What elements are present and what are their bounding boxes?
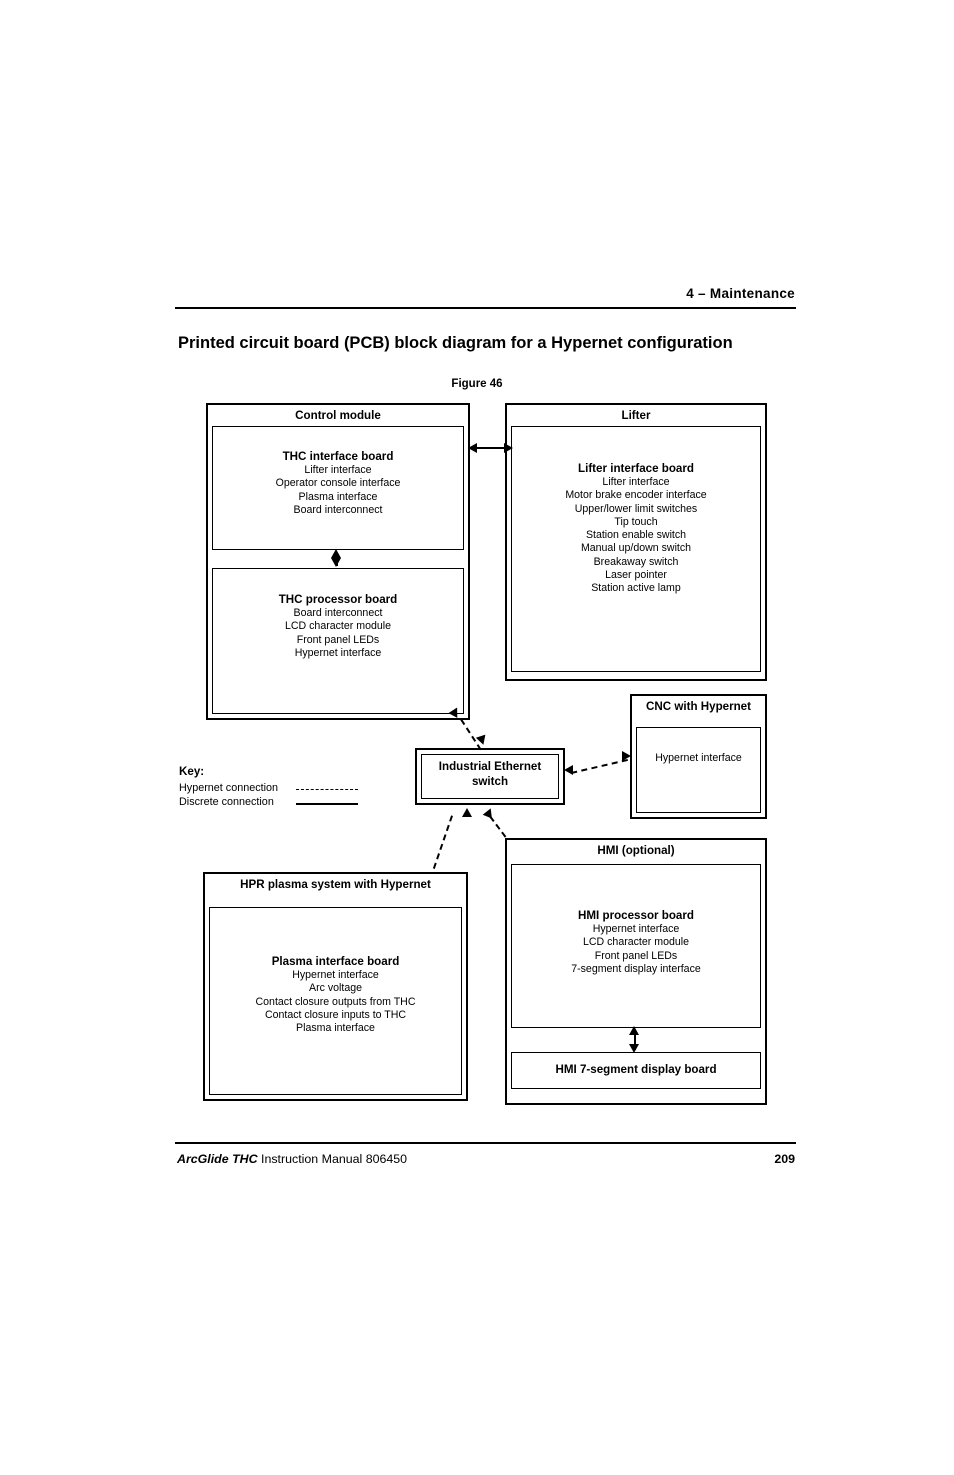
key-discrete-label: Discrete connection xyxy=(179,796,274,808)
lifter-interface-board-line: Motor brake encoder interface xyxy=(565,489,707,502)
lifter-interface-board-line: Manual up/down switch xyxy=(580,542,692,555)
thc-processor-board-line: LCD character module xyxy=(285,620,391,633)
thc-processor-board-title: THC processor board xyxy=(278,593,398,606)
plasma-interface-board-title: Plasma interface board xyxy=(271,955,400,968)
page-title: Printed circuit board (PCB) block diagra… xyxy=(178,334,733,352)
lifter-interface-board-line: Station active lamp xyxy=(591,582,681,595)
arrow-right-icon xyxy=(622,751,631,761)
arrow-up-icon xyxy=(462,808,472,817)
arrow-left-icon xyxy=(468,443,477,453)
lifter-title: Lifter xyxy=(621,409,651,422)
control-module-title: Control module xyxy=(295,409,381,422)
thc-processor-board-line: Board interconnect xyxy=(293,607,383,619)
key-hypernet-sample xyxy=(296,789,358,790)
key-discrete-sample xyxy=(296,803,358,805)
thc-interface-board-line: Board interconnect xyxy=(293,503,383,516)
footer-manual-text: Instruction Manual 806450 xyxy=(261,1152,408,1166)
hmi-7-segment-display-board: HMI 7-segment display board xyxy=(511,1052,761,1089)
hmi-title: HMI (optional) xyxy=(597,844,675,857)
arrow-down-icon xyxy=(629,1044,639,1053)
arrow-right-icon xyxy=(504,443,513,453)
industrial-ethernet-switch-inner xyxy=(421,754,559,799)
key-title: Key: xyxy=(179,765,205,778)
plasma-interface-board: Plasma interface board Hypernet interfac… xyxy=(209,907,462,1095)
cnc-hypernet-interface-line: Hypernet interface xyxy=(655,752,742,764)
plasma-interface-board-line: Arc voltage xyxy=(309,982,362,995)
switch-label-line1: Industrial Ethernet xyxy=(438,760,542,773)
lifter-interface-board-line: Station enable switch xyxy=(585,529,687,542)
cnc-hypernet-interface-board: Hypernet interface xyxy=(636,727,761,813)
arrow-down-icon xyxy=(475,734,489,747)
thc-interface-board-line: Plasma interface xyxy=(298,490,378,503)
key-hypernet-label: Hypernet connection xyxy=(179,782,279,794)
hmi-processor-board-line: Hypernet interface xyxy=(592,923,680,935)
lifter-interface-board-line: Upper/lower limit switches xyxy=(574,502,698,515)
lifter-interface-board-line: Tip touch xyxy=(614,515,658,528)
hmi-processor-board: HMI processor board Hypernet interface L… xyxy=(511,864,761,1028)
connector-control-module-to-lifter xyxy=(476,447,505,449)
plasma-interface-board-line: Contact closure inputs to THC xyxy=(264,1008,407,1021)
plasma-interface-board-line: Contact closure outputs from THC xyxy=(255,995,416,1008)
hmi-processor-board-line: LCD character module xyxy=(583,936,689,949)
footer-brand: ArcGlide THC xyxy=(177,1152,258,1166)
hpr-plasma-title: HPR plasma system with Hypernet xyxy=(240,878,431,891)
thc-processor-board-line: Hypernet interface xyxy=(294,646,382,659)
arrow-up-icon xyxy=(331,549,341,558)
cnc-title: CNC with Hypernet xyxy=(646,700,751,713)
lifter-interface-board-line: Breakaway switch xyxy=(593,555,679,568)
arrow-up-icon xyxy=(482,806,496,819)
page-header-chapter: 4 – Maintenance xyxy=(686,286,795,301)
lifter-interface-board-line: Lifter interface xyxy=(602,476,670,488)
plasma-interface-board-line: Plasma interface xyxy=(296,1022,375,1035)
hmi-processor-board-line: 7-segment display interface xyxy=(571,962,701,975)
figure-caption: Figure 46 xyxy=(451,378,503,390)
hmi-processor-board-title: HMI processor board xyxy=(578,909,694,922)
thc-interface-board-line: Lifter interface xyxy=(304,464,372,476)
arrow-down-icon xyxy=(331,558,341,567)
lifter-interface-board-title: Lifter interface board xyxy=(578,462,694,475)
header-divider xyxy=(175,307,796,309)
arrow-up-icon xyxy=(629,1026,639,1035)
hmi-7-segment-display-board-title: HMI 7-segment display board xyxy=(555,1063,717,1076)
footer-divider xyxy=(175,1142,796,1144)
thc-processor-board: THC processor board Board interconnect L… xyxy=(212,568,464,714)
thc-interface-board: THC interface board Lifter interface Ope… xyxy=(212,426,464,550)
connector-hmi-processor-to-display xyxy=(634,1030,636,1050)
hmi-processor-board-line: Front panel LEDs xyxy=(594,949,678,962)
footer-page-number: 209 xyxy=(774,1152,795,1166)
thc-processor-board-line: Front panel LEDs xyxy=(296,633,380,646)
hypernet-link-switch-cnc xyxy=(571,758,628,774)
arrow-left-icon xyxy=(564,765,573,775)
switch-label-line2: switch xyxy=(471,775,509,788)
thc-interface-board-line: Operator console interface xyxy=(275,477,401,490)
footer-manual-reference: ArcGlide THC Instruction Manual 806450 xyxy=(177,1152,407,1166)
thc-interface-board-title: THC interface board xyxy=(282,450,394,463)
plasma-interface-board-line: Hypernet interface xyxy=(292,969,379,981)
lifter-interface-board-line: Laser pointer xyxy=(605,569,667,582)
lifter-interface-board: Lifter interface board Lifter interface … xyxy=(511,426,761,672)
